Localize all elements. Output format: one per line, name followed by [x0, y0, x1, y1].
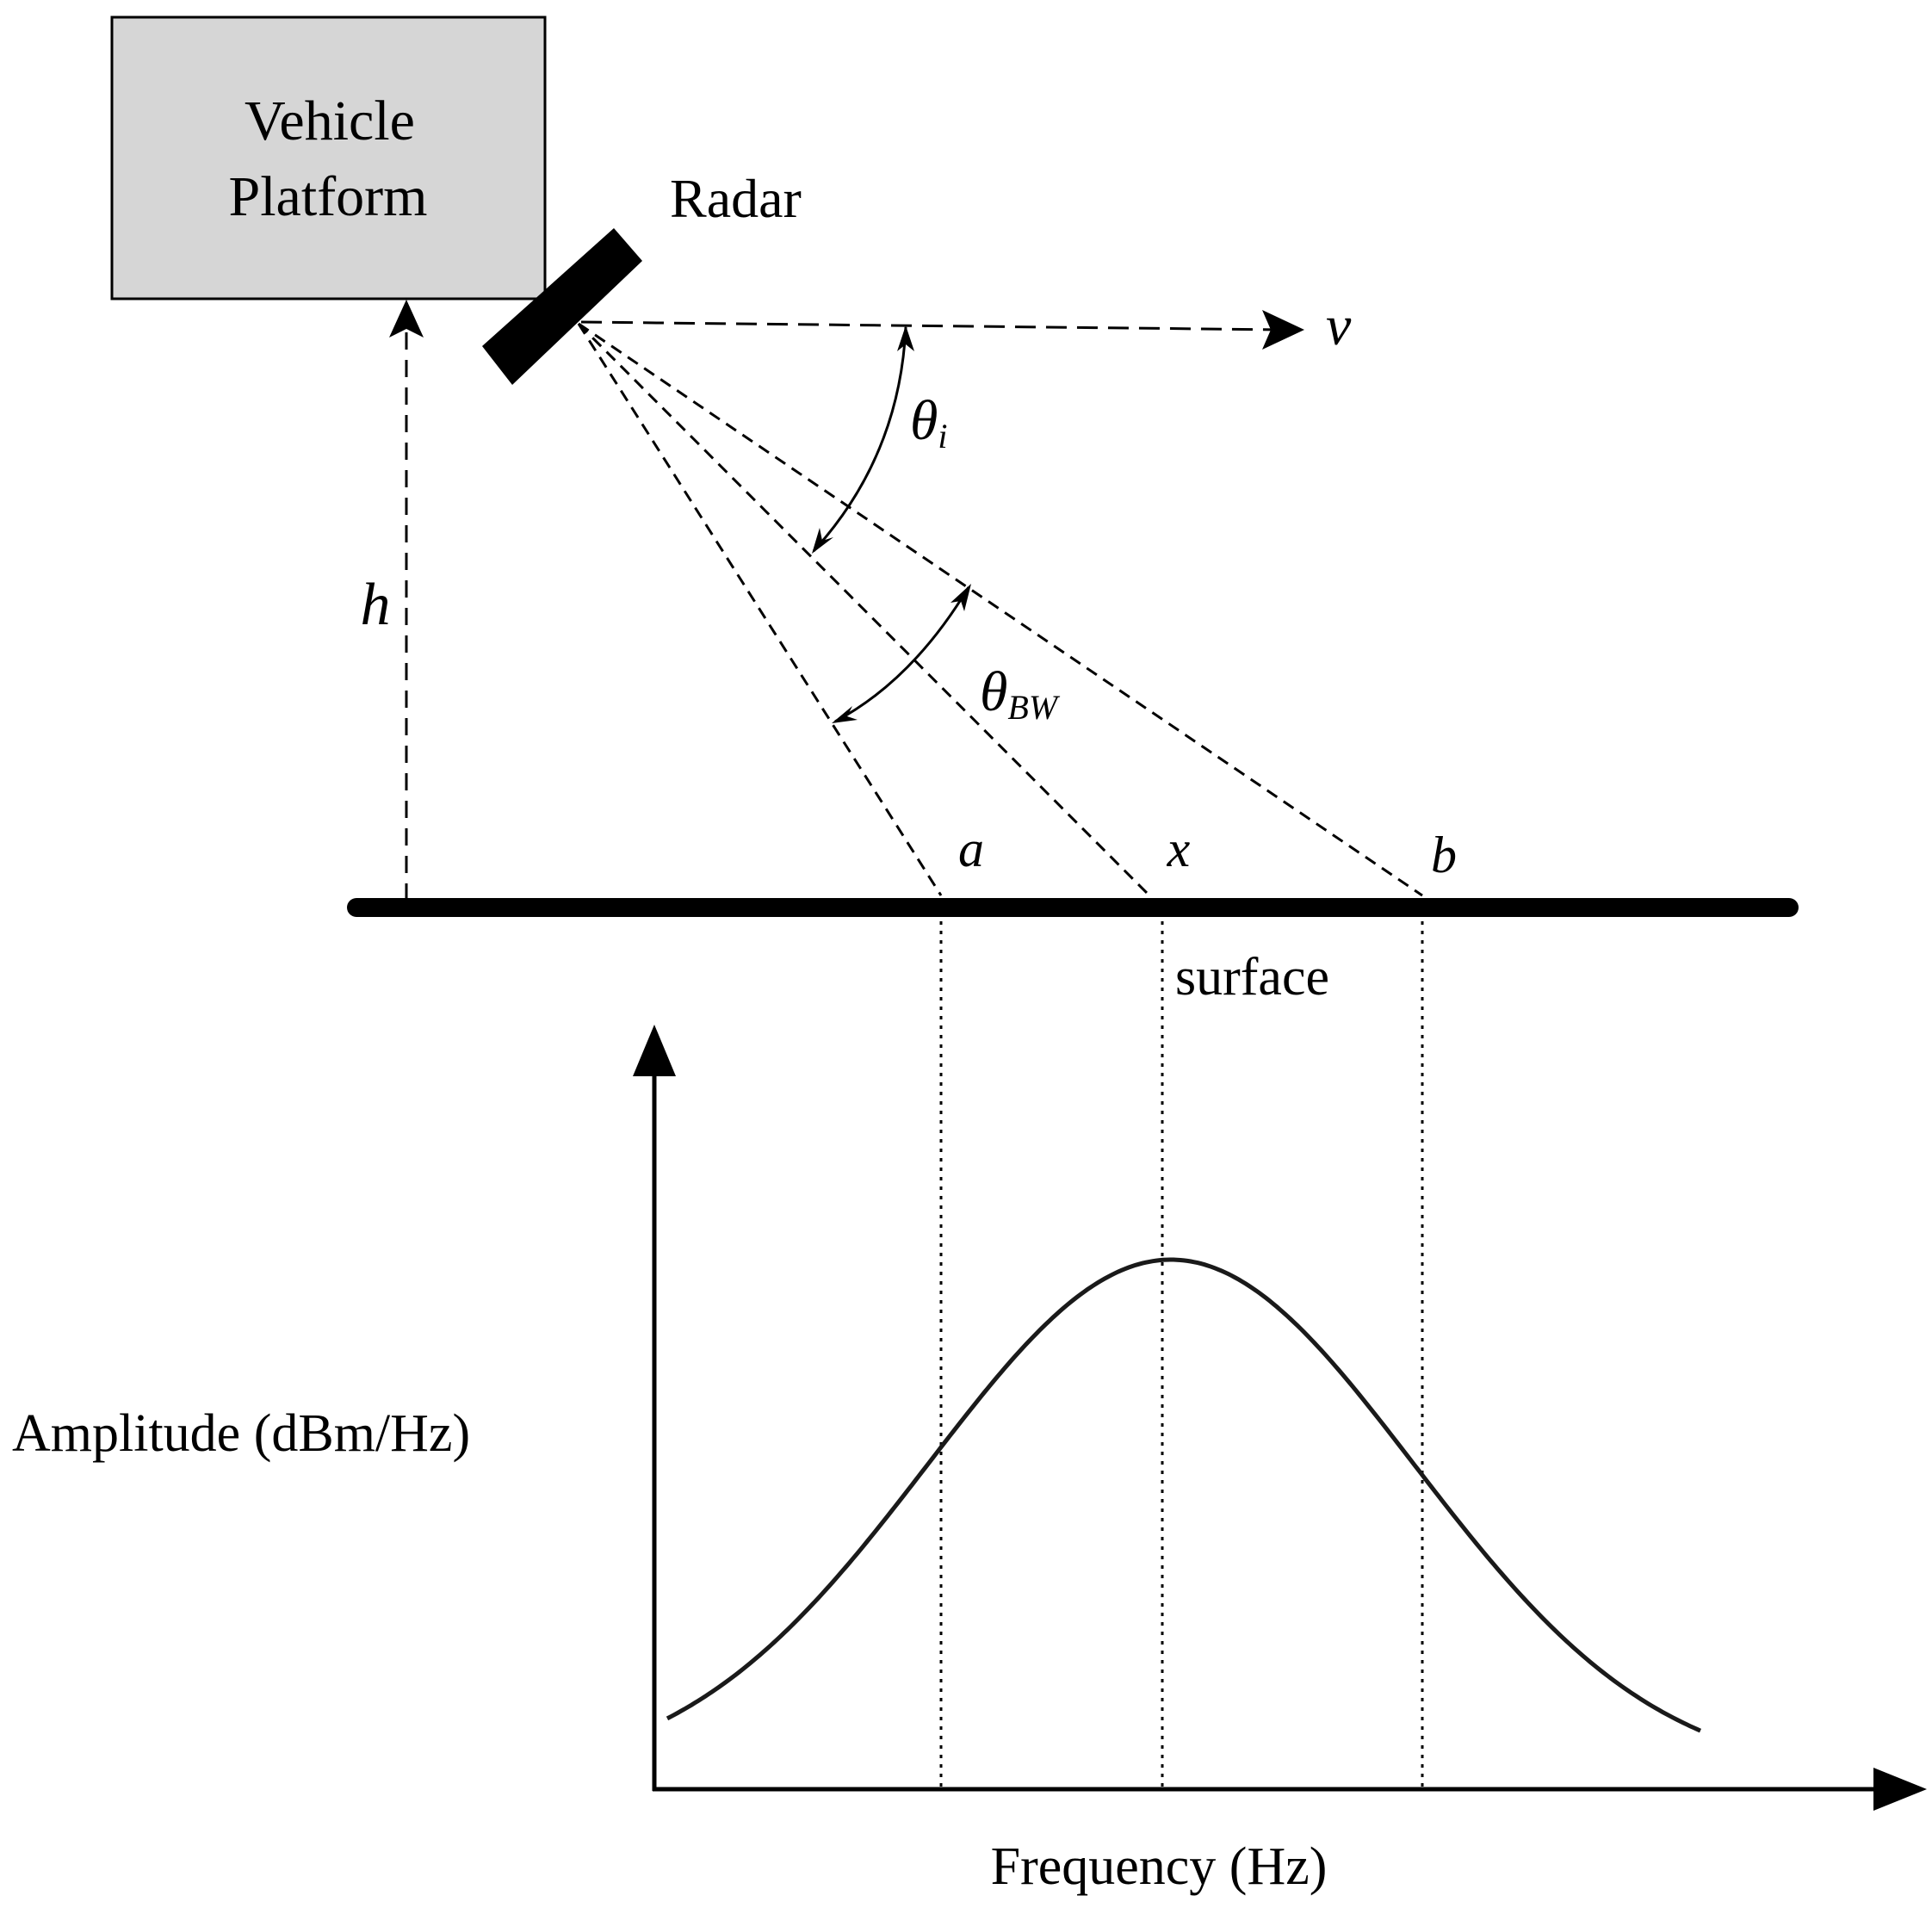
velocity-arrow-head [1262, 310, 1304, 350]
y-axis-label: Amplitude (dBm/Hz) [12, 1404, 470, 1463]
incidence-angle-label: θi [910, 389, 948, 455]
velocity-indicator: v [580, 294, 1352, 357]
projection-lines [939, 921, 1424, 1787]
incidence-angle: θi [812, 325, 948, 554]
surface-label: surface [1175, 948, 1329, 1007]
beamwidth-angle-sub: BW [1007, 688, 1060, 727]
radar-label: Radar [670, 168, 802, 229]
velocity-label: v [1326, 294, 1352, 357]
beamwidth-angle-arc [834, 586, 970, 723]
vehicle-label-line1: Vehicle [245, 90, 415, 152]
height-label: h [361, 572, 391, 638]
x-axis-arrow-head [1873, 1768, 1927, 1811]
surface: a x b surface [347, 821, 1799, 1007]
radar-antenna-bar [482, 228, 642, 385]
vehicle-label-line2: Platform [229, 165, 428, 228]
beamwidth-angle: θBW [832, 584, 1061, 727]
beamwidth-angle-label: θBW [980, 660, 1061, 727]
incidence-angle-symbol: θ [910, 389, 938, 452]
height-indicator: h [361, 300, 424, 901]
radar-antenna: Radar [482, 168, 802, 385]
vehicle-platform-box [110, 15, 547, 300]
incidence-angle-sub: i [938, 417, 947, 455]
radar-beam [577, 322, 1423, 900]
point-x-label: x [1167, 821, 1191, 877]
y-axis-arrow-head [633, 1025, 676, 1076]
spectrum-plot: Amplitude (dBm/Hz) Frequency (Hz) [12, 1025, 1927, 1896]
beam-center-x [577, 322, 1154, 900]
point-a-label: a [958, 821, 984, 877]
height-arrow-head [389, 300, 424, 338]
beamwidth-arc-head-top [951, 584, 971, 611]
beam-edge-b [578, 322, 1423, 897]
beamwidth-arc-head-bottom [832, 706, 858, 723]
point-b-label: b [1431, 827, 1457, 883]
incidence-angle-arc [812, 326, 907, 553]
spectrum-curve [666, 1257, 1702, 1733]
beam-edge-a [577, 323, 943, 896]
x-axis-label: Frequency (Hz) [991, 1837, 1328, 1896]
velocity-arrow [580, 320, 1284, 331]
incidence-arc-head-top [897, 325, 914, 351]
beamwidth-angle-symbol: θ [980, 660, 1007, 723]
vehicle-platform: Vehicle Platform [110, 15, 547, 300]
incidence-arc-head-bottom [812, 528, 833, 554]
